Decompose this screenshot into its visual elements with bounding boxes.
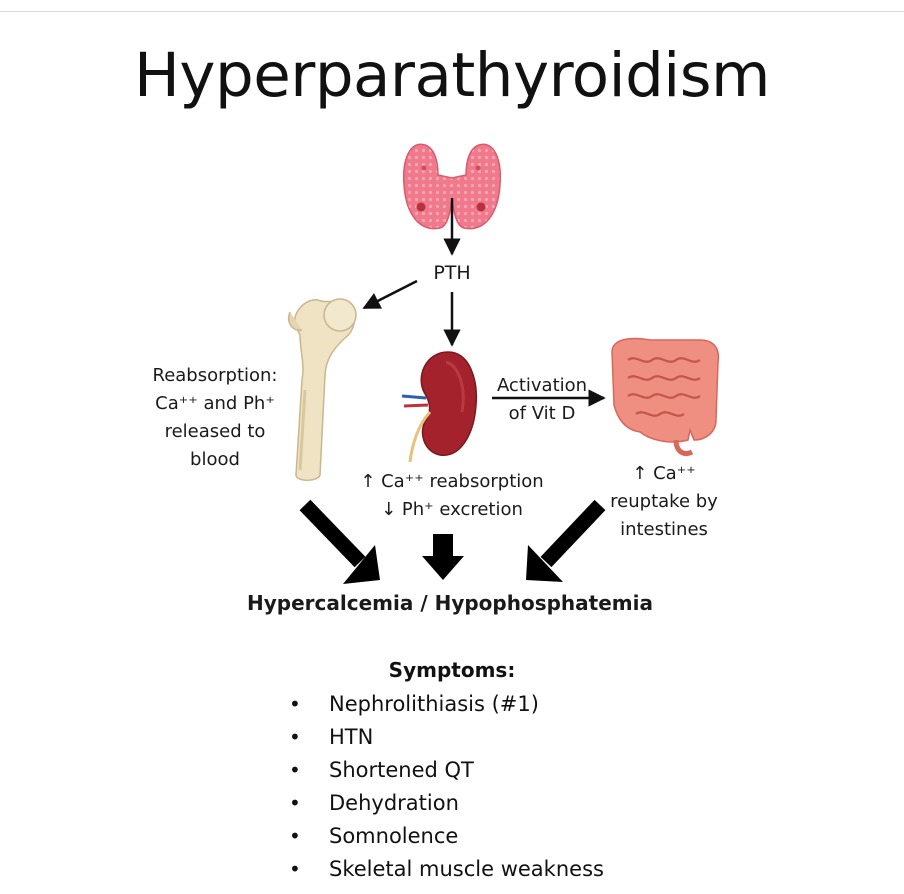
bullet-icon: •	[289, 824, 301, 848]
bullet-icon: •	[289, 791, 301, 815]
parathyroid-gland	[416, 202, 426, 212]
symptom-text: HTN	[329, 725, 374, 749]
symptom-item: • Nephrolithiasis (#1)	[283, 688, 604, 721]
intestine-effect-line: intestines	[620, 519, 708, 540]
symptom-item: • Skeletal muscle weakness	[283, 853, 604, 886]
parathyroid-gland	[476, 202, 486, 212]
bone-to-result-arrow	[299, 499, 380, 584]
bone-effect-line: Ca⁺⁺ and Ph⁺	[155, 393, 275, 414]
intestine-effect-line: ↑ Ca⁺⁺	[632, 463, 696, 484]
bone-effect-line: Reabsorption:	[152, 365, 278, 386]
symptom-text: Skeletal muscle weakness	[329, 857, 604, 881]
bullet-icon: •	[289, 758, 301, 782]
symptom-item: • Dehydration	[283, 787, 604, 820]
symptom-item: • HTN	[283, 721, 604, 754]
pth-to-bone-arrow	[362, 279, 418, 310]
kidney-effect-line: ↓ Ph⁺ excretion	[381, 499, 523, 520]
thyroid-gland-illustration	[402, 143, 502, 230]
symptom-item: • Shortened QT	[283, 754, 604, 787]
bullet-icon: •	[289, 857, 301, 881]
symptom-text: Nephrolithiasis (#1)	[329, 692, 539, 716]
top-divider	[0, 11, 904, 12]
pth-label: PTH	[433, 262, 471, 284]
kidney-effect-line: ↑ Ca⁺⁺ reabsorption	[360, 471, 544, 492]
vitamin-d-activation-text: Activation of Vit D	[484, 372, 600, 428]
bone-effect-line: blood	[190, 449, 240, 470]
bone-effect-text: Reabsorption: Ca⁺⁺ and Ph⁺ released to b…	[135, 362, 295, 474]
bullet-icon: •	[289, 692, 301, 716]
vitamin-d-line: Activation	[496, 375, 588, 396]
bone-effect-line: released to	[164, 421, 266, 442]
intestine-to-result-arrow	[526, 499, 606, 582]
kidney-effect-text: ↑ Ca⁺⁺ reabsorption ↓ Ph⁺ excretion	[345, 468, 559, 524]
symptom-text: Shortened QT	[329, 758, 474, 782]
result-heading: Hypercalcemia / Hypophosphatemia	[247, 591, 653, 615]
intestine-effect-line: reuptake by	[610, 491, 718, 512]
vitamin-d-line: of Vit D	[508, 403, 576, 424]
kidney-to-result-arrow	[422, 534, 464, 580]
kidney-illustration	[401, 351, 478, 463]
diagram-title: Hyperparathyroidism	[134, 40, 770, 111]
bone-illustration	[288, 298, 357, 481]
symptom-text: Somnolence	[329, 824, 459, 848]
symptom-item: • Somnolence	[283, 820, 604, 853]
symptom-text: Dehydration	[329, 791, 459, 815]
bullet-icon: •	[289, 725, 301, 749]
intestine-effect-text: ↑ Ca⁺⁺ reuptake by intestines	[594, 460, 734, 544]
intestine-illustration	[611, 337, 720, 456]
symptoms-heading: Symptoms:	[388, 658, 516, 682]
symptoms-list: • Nephrolithiasis (#1) • HTN • Shortened QT…	[283, 688, 604, 886]
